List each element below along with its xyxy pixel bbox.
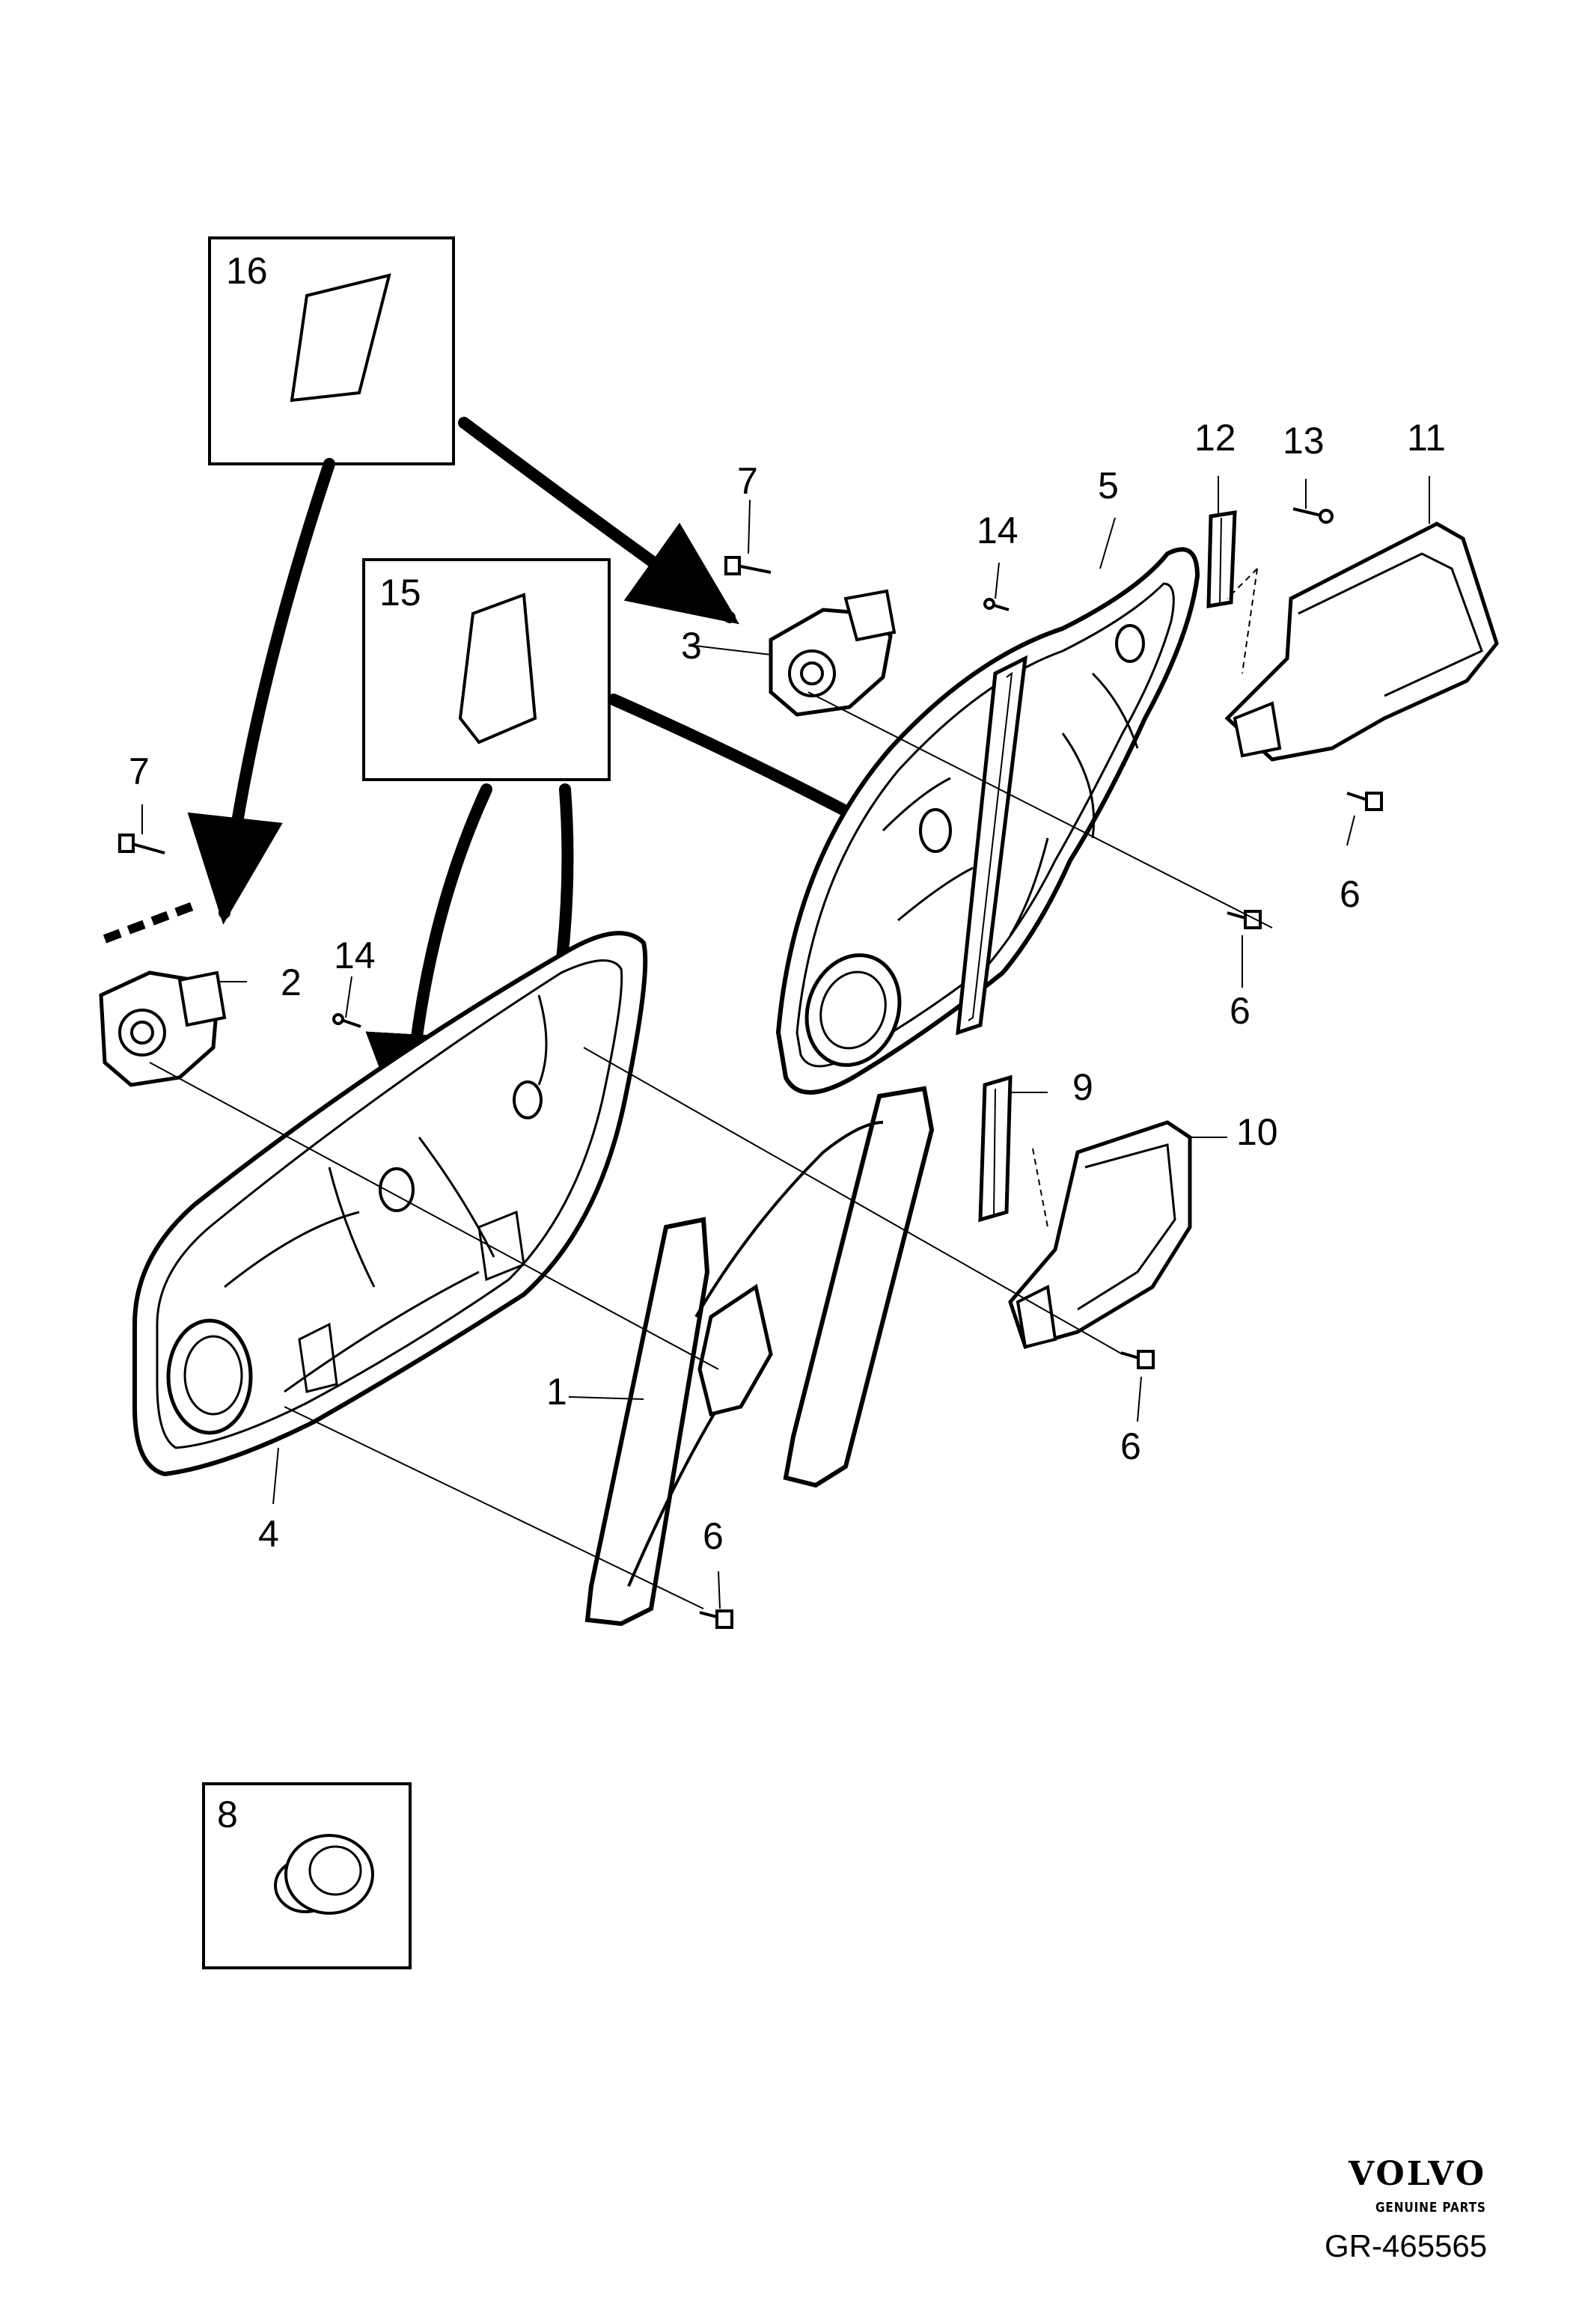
bolt-7a-icon: [724, 556, 772, 575]
bolt-7b-icon: [118, 834, 165, 854]
bolt-6c-icon: [1120, 1350, 1155, 1369]
inset-box-15: [362, 558, 611, 781]
seal-12: [1206, 510, 1237, 608]
arrow-16-to-3: [458, 417, 740, 625]
bolt-13-icon: [1292, 507, 1334, 524]
door-latch-10: [1008, 1120, 1192, 1350]
inset-box-8: [202, 1782, 412, 1969]
door-module-panel-4: [132, 931, 648, 1477]
tape-strip: [103, 901, 197, 944]
callout-7-left: 7: [129, 750, 150, 792]
seal-9: [978, 1074, 1013, 1223]
callout-13: 13: [1283, 420, 1325, 462]
volvo-logo: VOLVO: [1349, 2155, 1487, 2193]
arrow-16-to-2: [187, 458, 335, 925]
callout-6-right-bottom: 6: [1120, 1425, 1141, 1467]
door-latch-11: [1224, 522, 1499, 762]
motor-3: [769, 589, 897, 717]
foil-pad-15-icon: [458, 593, 537, 744]
fasteners: [118, 507, 1383, 1629]
callout-6-right-mid: 6: [1230, 990, 1250, 1032]
grommet-8-icon: [274, 1834, 374, 1915]
motor-2: [99, 970, 227, 1087]
callout-15: 15: [379, 572, 421, 614]
callout-3: 3: [681, 625, 702, 667]
callout-9: 9: [1072, 1066, 1093, 1108]
callout-11: 11: [1407, 417, 1446, 459]
bolt-6d-icon: [699, 1609, 733, 1629]
callout-14-top: 14: [977, 510, 1019, 551]
callout-14-left: 14: [334, 935, 376, 976]
callout-12: 12: [1194, 417, 1236, 459]
diagram-reference-number: GR-465565: [1325, 2228, 1488, 2263]
callout-2: 2: [281, 961, 302, 1003]
callout-16: 16: [226, 250, 268, 292]
callout-4: 4: [258, 1513, 279, 1555]
door-module-panel-5: [775, 547, 1200, 1095]
screw-14a-icon: [983, 598, 1010, 611]
screw-14b-icon: [332, 1013, 361, 1028]
leader-lines: [141, 476, 1430, 1609]
foil-pad-16-icon: [290, 273, 391, 403]
genuine-parts-label: GENUINE PARTS: [1375, 2200, 1486, 2216]
callout-10: 10: [1236, 1111, 1278, 1153]
callout-6-right-top: 6: [1340, 873, 1361, 915]
callout-7-top: 7: [737, 460, 758, 502]
window-regulator-1: [584, 1086, 935, 1627]
callout-8: 8: [217, 1794, 238, 1835]
callout-6-bottom: 6: [703, 1515, 724, 1557]
callout-1: 1: [546, 1371, 567, 1413]
bolt-6a-icon: [1346, 792, 1383, 811]
inset-box-16: [208, 236, 455, 465]
callout-5: 5: [1098, 465, 1119, 507]
